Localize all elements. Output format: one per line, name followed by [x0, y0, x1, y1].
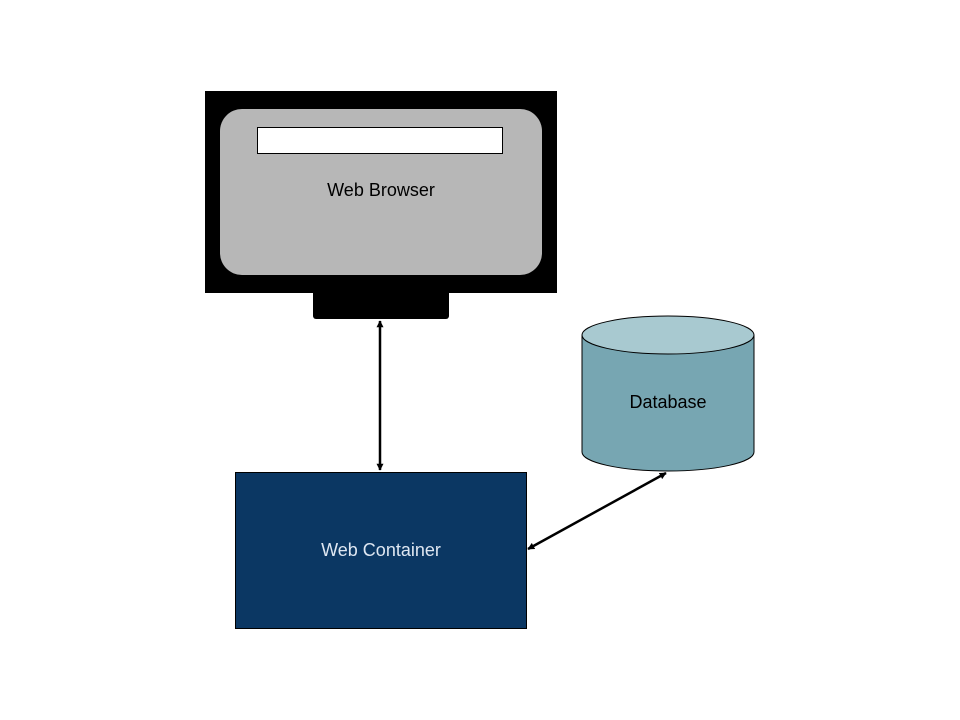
database-cylinder-body	[581, 334, 755, 472]
connector-container-database	[527, 471, 667, 551]
web-container-node: Web Container	[235, 472, 527, 629]
monitor-stand	[313, 293, 449, 319]
web-container-label: Web Container	[321, 540, 441, 560]
database-cylinder-top	[581, 315, 755, 355]
web-browser-label: Web Browser	[327, 180, 435, 200]
database-label: Database	[629, 392, 707, 412]
database-node	[581, 315, 755, 472]
address-bar	[257, 127, 503, 154]
